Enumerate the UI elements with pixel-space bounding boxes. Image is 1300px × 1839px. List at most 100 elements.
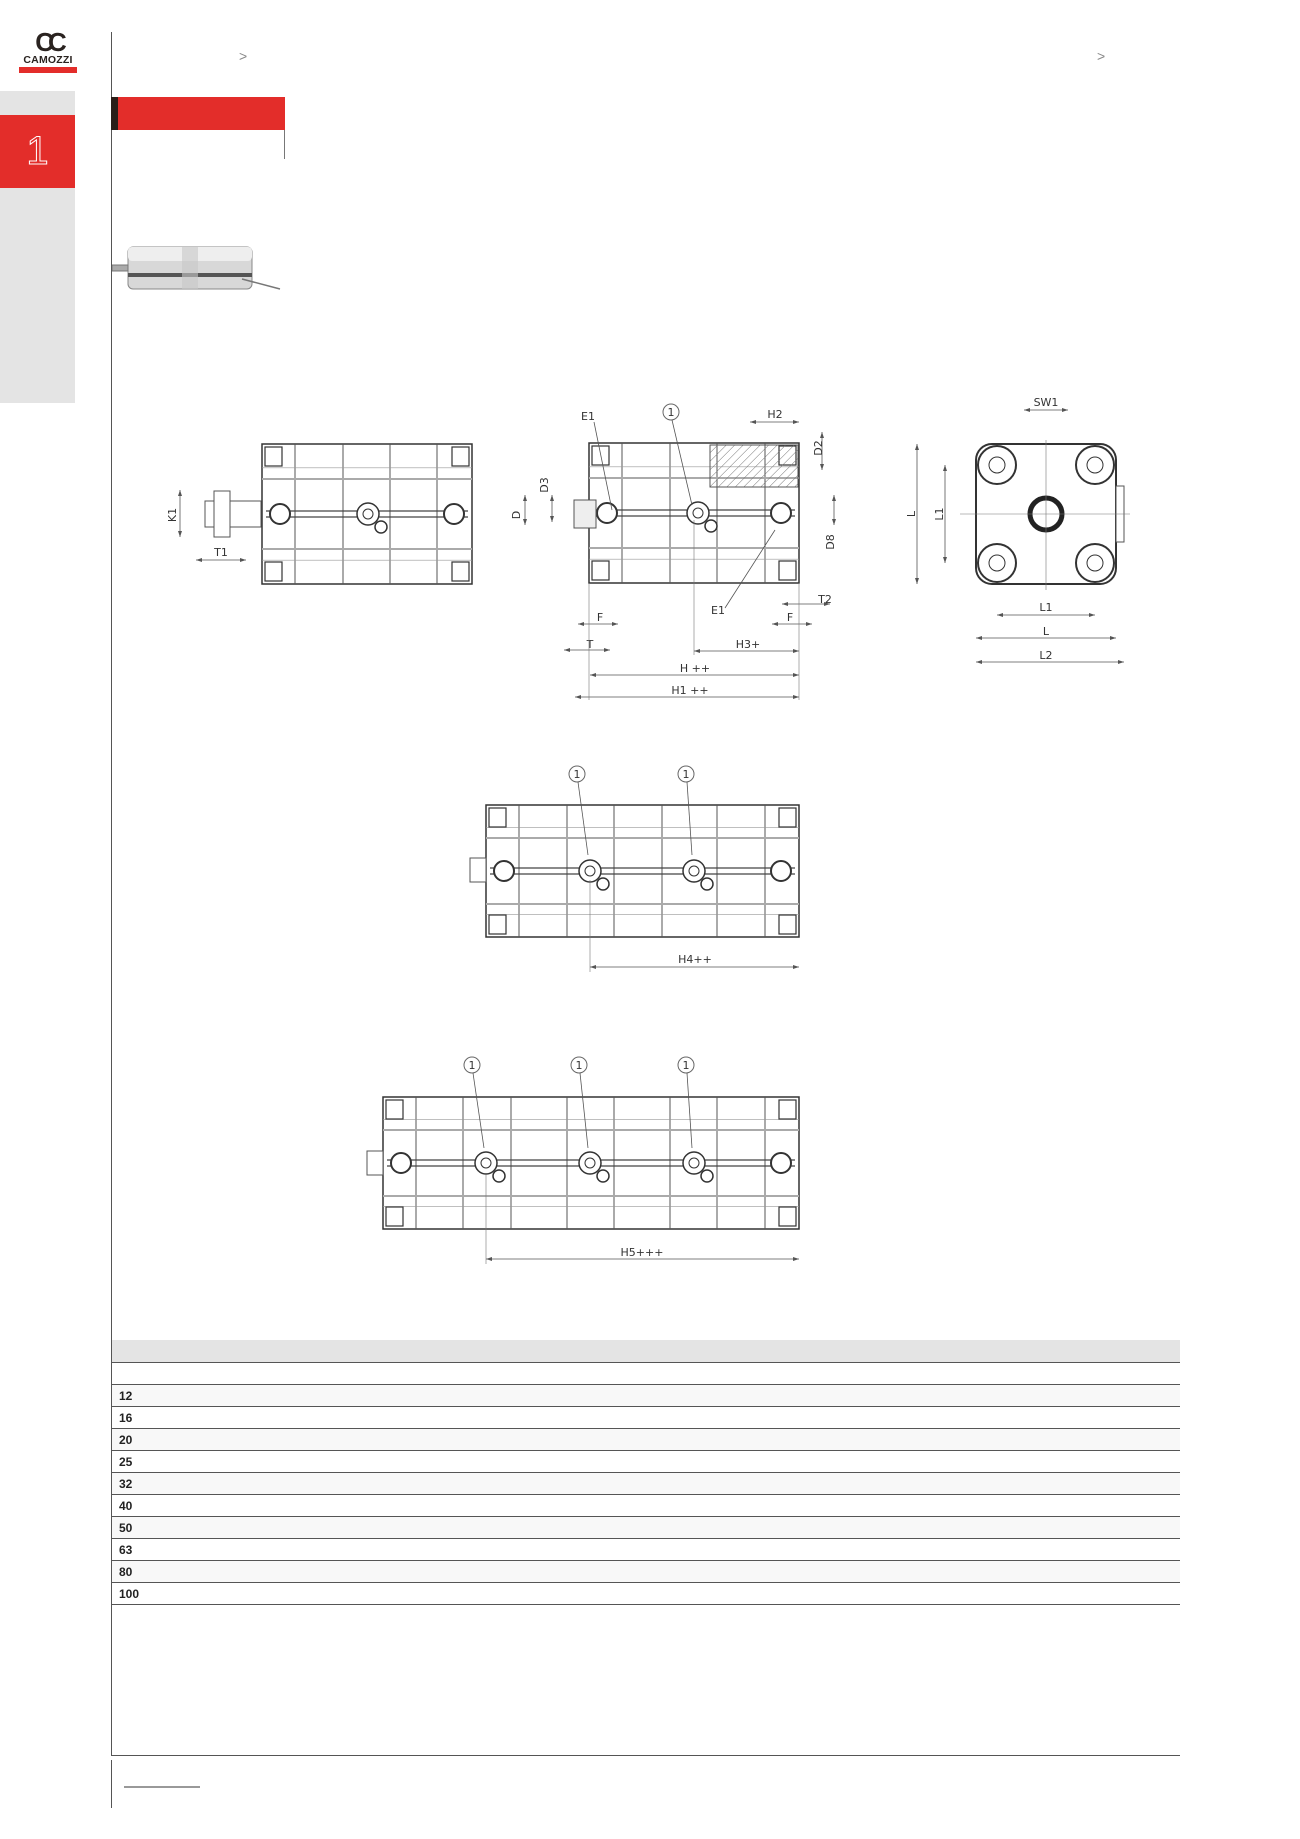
breadcrumb-separator: > [1097,48,1106,64]
breadcrumb-separator: > [239,48,248,64]
divider [284,130,285,159]
camozzi-logo: CC CAMOZZI [19,27,77,74]
dimension-label: L [905,510,918,517]
end-cap-notch [778,560,797,581]
port-circle [390,1152,412,1174]
callout-bubble [677,1056,695,1074]
piston-rod [204,500,262,528]
sensor-port [596,1169,610,1183]
sensor-port [362,508,374,520]
callout-bubble [570,1056,588,1074]
dimension-label: 1 [469,1059,476,1072]
sensor-port [688,865,700,877]
drawing-line [579,1072,589,1149]
logo-text: CAMOZZI [23,54,73,66]
mounting-hole [988,554,1006,572]
cylinder-body [485,804,800,938]
section-banner [111,97,285,130]
end-cap-notch [385,1099,404,1120]
table-row: 40 [112,1495,1180,1517]
port-circle [770,502,792,524]
sensor-port [700,1169,714,1183]
end-cap-notch [488,914,507,935]
sensor-port [700,877,714,891]
table-header [112,1340,1180,1363]
table-row: 20 [112,1429,1180,1451]
rod-stub [469,857,487,883]
chapter-tab[interactable]: 1 [0,115,75,188]
rod-nut [213,490,231,538]
sensor-port [492,1169,506,1183]
dimension-label: H2 [767,408,782,421]
table-row: 32 [112,1473,1180,1495]
divider [111,1755,1180,1756]
footer-bar [124,1786,200,1788]
table-row: 63 [112,1539,1180,1561]
dimension-label: 1 [683,768,690,781]
dimension-arrow [750,420,799,424]
dimension-label: 1 [574,768,581,781]
mounting-hole [1086,554,1104,572]
port-circle [269,503,291,525]
logo-mark: CC [35,27,67,57]
rod-stub [366,1150,384,1176]
table-row [112,1363,1180,1385]
table-row: 12 [112,1385,1180,1407]
port-circle [770,860,792,882]
divider [111,32,112,1756]
dimension-label: F [597,611,603,624]
callout-bubble [463,1056,481,1074]
dimension-arrow [523,495,527,525]
dimension-label: L [1043,625,1050,638]
sensor-port [374,520,388,534]
end-cap-notch [264,446,283,467]
dimension-label: L1 [1039,601,1052,614]
dimension-label: SW1 [1034,396,1059,409]
dimension-arrow [550,495,554,522]
table-row: 16 [112,1407,1180,1429]
callout-bubble [662,403,680,421]
callout-bubble [568,765,586,783]
dimension-label: 1 [668,406,675,419]
dimension-label: H5+++ [621,1246,664,1259]
dimension-label: F [787,611,793,624]
dimension-label: 1 [683,1059,690,1072]
piston-rod-thread [573,499,597,529]
dimension-label: H ++ [680,662,710,675]
dimension-label: D8 [824,534,837,549]
dimension-label: H3+ [736,638,761,651]
drawing-line [593,421,613,511]
sensor-port [692,507,704,519]
end-cap-notch [264,561,283,582]
sensor-port [584,865,596,877]
dimension-arrow [832,495,836,525]
drawing-line [724,529,776,609]
table-row: 100 [112,1583,1180,1605]
divider [111,1760,112,1808]
dimension-label: K1 [166,508,179,522]
port-circle [596,502,618,524]
dimension-label: H1 ++ [671,684,708,697]
sensor-port [688,1157,700,1169]
end-cap-notch [778,1099,797,1120]
port-circle [770,1152,792,1174]
dimension-arrow [196,558,246,562]
callout-bubble [677,765,695,783]
dimension-arrow [782,602,830,606]
dimension-label: H4++ [678,953,712,966]
sensor-port [596,877,610,891]
drawing-line [686,1072,693,1149]
dimension-label: 1 [576,1059,583,1072]
table-row: 25 [112,1451,1180,1473]
table-row: 80 [112,1561,1180,1583]
dimension-label: T [586,638,594,651]
mounting-hole [988,456,1006,474]
logo-bar [19,67,77,73]
end-cap-notch [778,807,797,828]
port-circle [493,860,515,882]
dimension-label: D3 [538,477,551,492]
dimension-label: D [510,511,523,519]
dimension-label: E1 [581,410,595,423]
section-hatch [709,444,799,488]
mounting-hole [1086,456,1104,474]
